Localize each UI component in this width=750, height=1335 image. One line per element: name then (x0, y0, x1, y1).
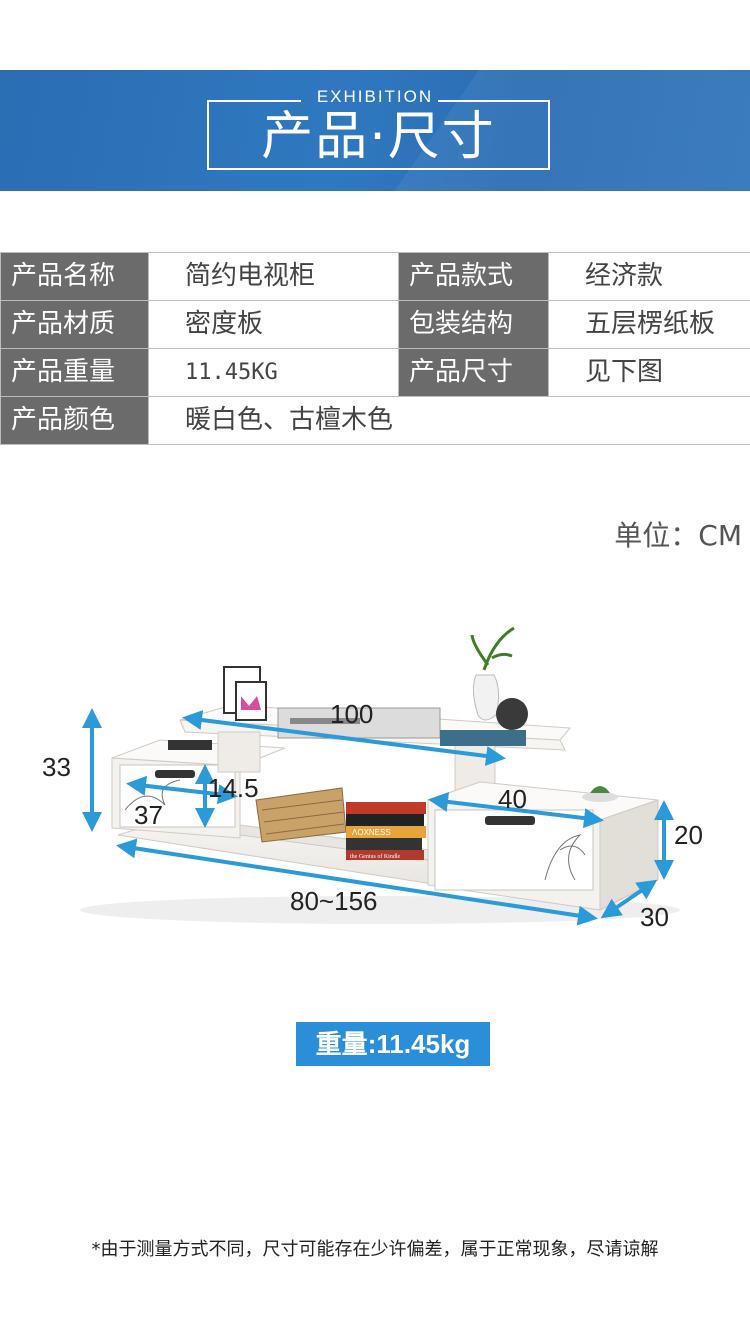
small-plant (590, 786, 610, 793)
spec-value: 密度板 (148, 300, 399, 349)
decor-ball (496, 698, 528, 730)
weight-badge: 重量:11.45kg (296, 1022, 490, 1066)
book-stack (440, 730, 526, 746)
dim-top-width: 100 (330, 699, 373, 729)
spec-value: 简约电视柜 (148, 252, 399, 301)
table-row: 产品名称 简约电视柜 产品款式 经济款 (0, 252, 750, 301)
spec-label: 产品材质 (0, 300, 149, 349)
arrow-left-width (126, 775, 238, 805)
header-banner: EXHIBITION 产品·尺寸 (0, 70, 750, 191)
tv-cabinet-diagram: ΛOXNESS the Genius of Kindle 33 100 14.5… (42, 626, 703, 932)
weight-label: 重量 (315, 1030, 368, 1060)
spec-label: 产品名称 (0, 252, 149, 301)
spec-table: 产品名称 简约电视柜 产品款式 经济款 产品材质 密度板 包装结构 五层楞纸板 … (0, 252, 750, 445)
spec-label: 产品尺寸 (398, 348, 549, 397)
arrow-top-width (182, 710, 506, 766)
spec-value: 五层楞纸板 (548, 300, 750, 349)
spec-value: 经济款 (548, 252, 750, 301)
spec-value: 暖白色、古檀木色 (148, 396, 750, 445)
table-row: 产品材质 密度板 包装结构 五层楞纸板 (0, 300, 750, 349)
drawer-handle (155, 770, 195, 778)
drawer-handle (485, 816, 535, 825)
dim-length: 80~156 (290, 886, 377, 916)
dim-inner-height: 14.5 (208, 773, 259, 803)
banner-frame (207, 100, 550, 170)
arrow-right-width (428, 791, 604, 829)
dimension-arrows (82, 708, 674, 926)
footnote: *由于测量方式不同，尺寸可能存在少许偏差，属于正常现象，尽请谅解 (91, 1239, 659, 1260)
book-stack-center: ΛOXNESS the Genius of Kindle (346, 802, 426, 860)
unit-label: 单位：CM (614, 519, 742, 552)
spec-label: 产品款式 (398, 252, 549, 301)
spec-label: 产品颜色 (0, 396, 149, 445)
table-row: 产品颜色 暖白色、古檀木色 (0, 396, 750, 445)
banner-title: 产品·尺寸 (261, 107, 496, 167)
book-spine: ΛOXNESS (352, 828, 391, 837)
banner-subtitle: EXHIBITION (316, 87, 434, 106)
dim-height: 33 (42, 752, 71, 782)
spec-value: 11.45KG (148, 348, 399, 397)
table-row: 产品重量 11.45KG 产品尺寸 见下图 (0, 348, 750, 397)
dim-right-width: 40 (498, 784, 527, 814)
weight-value: :11.45kg (367, 1029, 471, 1059)
book-spine: the Genius of Kindle (350, 853, 400, 860)
plant (470, 626, 515, 671)
spec-value: 见下图 (548, 348, 750, 397)
dim-depth: 30 (640, 902, 669, 932)
arrow-depth (600, 879, 658, 919)
dim-drawer-height: 20 (674, 820, 703, 850)
arrow-length (116, 838, 598, 926)
spec-label: 产品重量 (0, 348, 149, 397)
spec-label: 包装结构 (398, 300, 549, 349)
vase (472, 674, 500, 721)
dim-left-width: 37 (134, 800, 163, 830)
